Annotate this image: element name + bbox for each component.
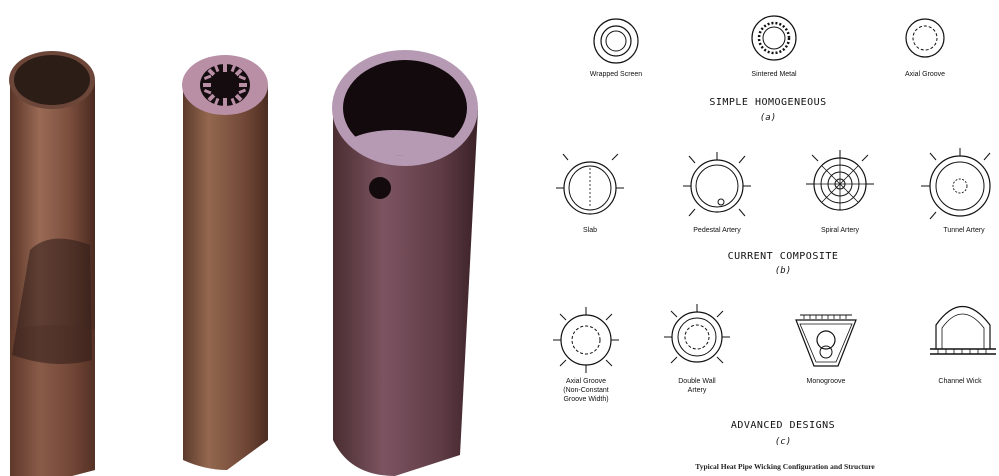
axial-groove-nonconstant-label-1: Axial Groove <box>566 378 606 385</box>
slab-label: Slab <box>583 227 597 234</box>
tunnel-artery-icon <box>921 148 990 219</box>
double-wall-artery-label-1: Double Wall <box>678 378 716 385</box>
wrapped-screen-label: Wrapped Screen <box>590 71 643 78</box>
figure-caption: Typical Heat Pipe Wicking Configuration … <box>695 462 875 471</box>
pipe-axial-groove <box>182 55 268 470</box>
axial-groove-label: Axial Groove <box>905 71 945 78</box>
axial-groove-nonconstant-label-3: Groove Width) <box>563 396 608 403</box>
double-wall-artery-icon <box>664 304 730 363</box>
wick-configuration-diagram: Wrapped Screen Sintered Metal Axial Groo… <box>538 0 999 476</box>
channel-wick-label: Channel Wick <box>938 378 982 385</box>
monogroove-label: Monogroove <box>807 378 846 385</box>
row-a-letter: (a) <box>760 113 776 123</box>
axial-groove-nonconstant-label-2: (Non-Constant <box>563 387 609 394</box>
axial-groove-nonconstant-icon <box>553 307 619 373</box>
tunnel-artery-label: Tunnel Artery <box>943 227 985 234</box>
pipe-artery <box>332 50 478 476</box>
pedestal-artery-label: Pedestal Artery <box>693 227 741 234</box>
spiral-artery-label: Spiral Artery <box>821 227 860 234</box>
wrapped-screen-icon <box>594 19 638 63</box>
channel-wick-icon <box>930 307 996 355</box>
axial-groove-icon <box>906 19 944 57</box>
pedestal-artery-icon <box>683 152 751 216</box>
pipe-plain-wick <box>9 51 95 476</box>
spiral-artery-icon <box>806 150 874 210</box>
slab-icon <box>556 154 624 214</box>
current-composite-title: CURRENT COMPOSITE <box>728 251 839 262</box>
advanced-designs-title: ADVANCED DESIGNS <box>731 420 835 431</box>
heat-pipe-photo <box>0 0 538 476</box>
simple-homogeneous-title: SIMPLE HOMOGENEOUS <box>709 97 826 108</box>
double-wall-artery-label-2: Artery <box>688 387 707 394</box>
sintered-metal-label: Sintered Metal <box>751 71 797 78</box>
monogroove-icon <box>796 315 856 366</box>
sintered-metal-icon <box>752 16 796 60</box>
row-c-letter: (c) <box>775 437 791 447</box>
row-b-letter: (b) <box>775 266 791 276</box>
